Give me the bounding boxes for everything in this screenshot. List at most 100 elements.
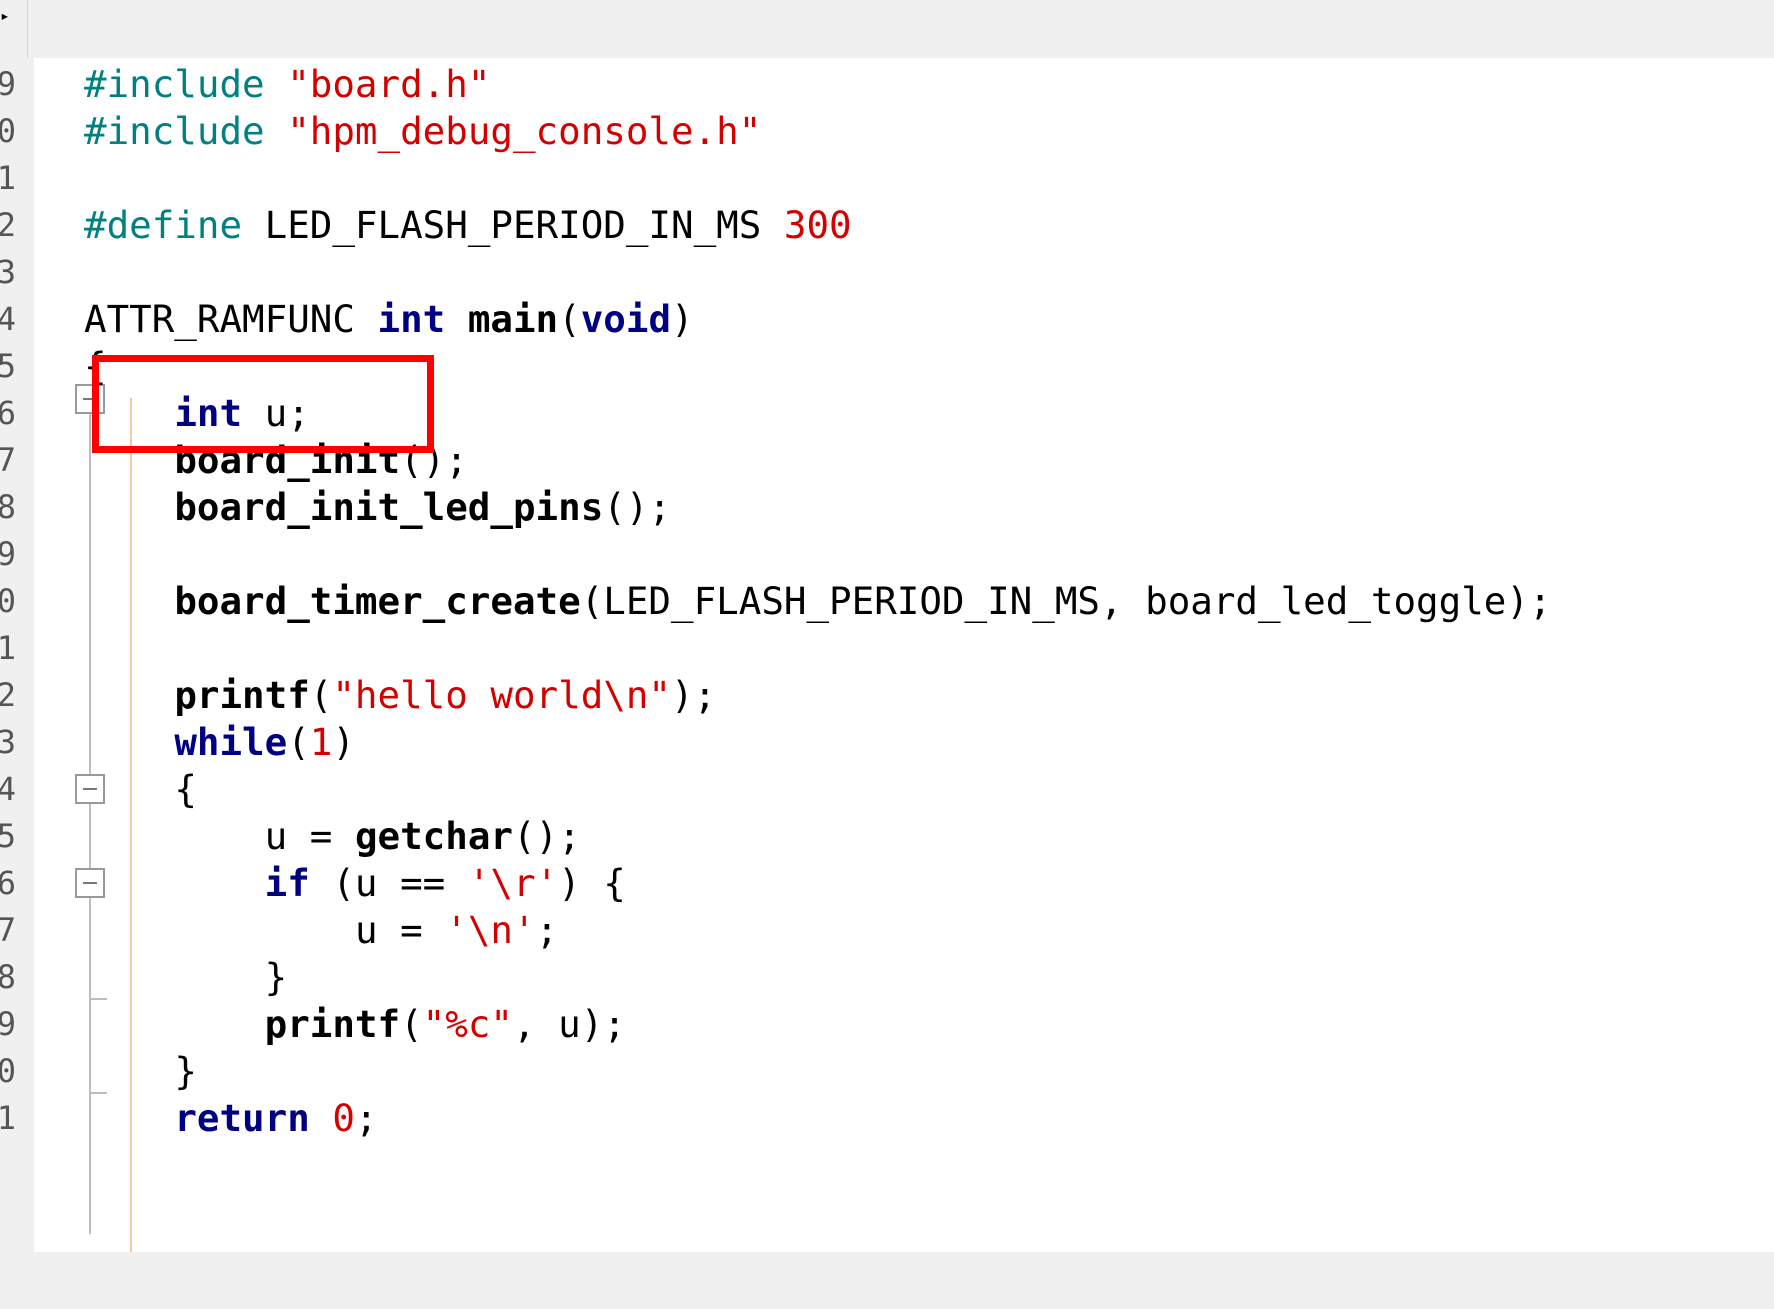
code-line[interactable]: printf("hello world\n"); (84, 669, 716, 722)
code-line[interactable]: } (84, 951, 288, 1004)
paren: ( (558, 297, 581, 341)
preprocessor-token: #include (84, 109, 265, 153)
code-line[interactable]: while(1) (84, 716, 355, 769)
preprocessor-token: #define (84, 203, 243, 247)
paren: ( (400, 1002, 423, 1046)
control-keyword: return (174, 1096, 310, 1140)
function-call: board_init_led_pins (174, 485, 604, 529)
code-text: ; (535, 908, 559, 952)
indent (84, 814, 265, 858)
line-number: 5 (0, 817, 16, 855)
indent (84, 673, 174, 717)
line-number: 6 (0, 394, 16, 432)
indent (84, 1002, 265, 1046)
code-line[interactable]: } (84, 1045, 197, 1098)
indent (84, 955, 265, 999)
line-number: 1 (0, 159, 16, 197)
code-line[interactable]: u = '\n'; (84, 904, 558, 957)
fold-end-marker (89, 998, 107, 1000)
indent (84, 767, 174, 811)
line-number: 0 (0, 112, 16, 150)
indent (84, 861, 265, 905)
code-text: ); (671, 673, 717, 717)
brace: } (264, 955, 288, 999)
indent (84, 391, 174, 435)
function-name: main (445, 297, 559, 341)
number-literal: 300 (783, 203, 852, 247)
scope-indicator-line (130, 398, 132, 1252)
line-number: 0 (0, 582, 16, 620)
code-line[interactable]: int u; (84, 387, 310, 440)
line-number: 8 (0, 488, 16, 526)
line-number: 3 (0, 723, 16, 761)
function-call: printf (264, 1002, 401, 1046)
code-text: u; (242, 391, 310, 435)
line-number: 0 (0, 1052, 16, 1090)
line-number: 8 (0, 958, 16, 996)
line-number-gutter: 9 0 1 2 3 4 5 6 7 8 9 0 1 2 3 4 5 6 7 8 … (0, 58, 34, 1252)
code-line[interactable]: printf("%c", u); (84, 998, 626, 1051)
code-text: (u == (309, 861, 468, 905)
code-text: u = (354, 908, 446, 952)
preprocessor-token: #include (84, 62, 265, 106)
brace: { (84, 344, 107, 388)
code-text: u = (264, 814, 355, 858)
current-line-arrow-icon: ▸ (0, 6, 10, 25)
code-line[interactable]: { (84, 763, 197, 816)
indent (84, 720, 174, 764)
code-line[interactable]: #include "board.h" (84, 58, 490, 111)
code-line[interactable]: #define LED_FLASH_PERIOD_IN_MS 300 (84, 199, 852, 252)
code-line[interactable]: board_init_led_pins(); (84, 481, 671, 534)
line-number: 3 (0, 253, 16, 291)
code-text: , u); (512, 1002, 626, 1046)
function-call: printf (174, 673, 310, 717)
line-number: 7 (0, 441, 16, 479)
char-literal: '\n' (445, 908, 536, 952)
fold-toggle-while[interactable] (75, 774, 105, 804)
code-text: (); (512, 814, 581, 858)
type-keyword: int (174, 391, 243, 435)
code-line[interactable]: board_timer_create(LED_FLASH_PERIOD_IN_M… (84, 575, 1551, 628)
paren: ) (332, 720, 355, 764)
attribute-macro: ATTR_RAMFUNC (84, 297, 355, 341)
line-number: 9 (0, 535, 16, 573)
line-number: 4 (0, 300, 16, 338)
code-editor[interactable]: #include "board.h" #include "hpm_debug_c… (34, 58, 1774, 1252)
brace: } (174, 1049, 197, 1093)
macro-name: LED_FLASH_PERIOD_IN_MS (242, 203, 784, 247)
code-text: (); (603, 485, 672, 529)
string-literal: "hello world\n" (332, 673, 672, 717)
editor-top-bar: ▸ (0, 0, 1774, 58)
fold-end-marker (89, 1092, 107, 1094)
type-keyword: void (580, 297, 672, 341)
code-line[interactable]: return 0; (84, 1092, 377, 1145)
fold-toggle-main[interactable] (75, 384, 105, 414)
paren: ( (287, 720, 310, 764)
string-literal: "board.h" (287, 62, 491, 106)
whitespace (265, 62, 288, 106)
number-literal: 0 (332, 1096, 355, 1140)
line-number: 1 (0, 629, 16, 667)
code-text: ) { (558, 861, 626, 905)
indent (84, 1096, 174, 1140)
fold-toggle-if[interactable] (75, 868, 105, 898)
code-line[interactable]: board_init(); (84, 434, 468, 487)
function-call: board_init (174, 438, 401, 482)
whitespace (355, 297, 378, 341)
line-number: 5 (0, 347, 16, 385)
line-number: 9 (0, 65, 16, 103)
line-number: 1 (0, 1099, 16, 1137)
function-call: getchar (354, 814, 513, 858)
char-literal: '\r' (467, 861, 559, 905)
indent (84, 1049, 174, 1093)
control-keyword: if (264, 861, 310, 905)
indent (84, 438, 174, 482)
code-line[interactable]: { (84, 340, 107, 393)
code-line[interactable]: u = getchar(); (84, 810, 581, 863)
type-keyword: int (377, 297, 446, 341)
code-line[interactable]: if (u == '\r') { (84, 857, 626, 910)
number-literal: 1 (309, 720, 333, 764)
code-line[interactable]: ATTR_RAMFUNC int main(void) (84, 293, 694, 346)
string-literal: "%c" (422, 1002, 513, 1046)
code-line[interactable]: #include "hpm_debug_console.h" (84, 105, 761, 158)
